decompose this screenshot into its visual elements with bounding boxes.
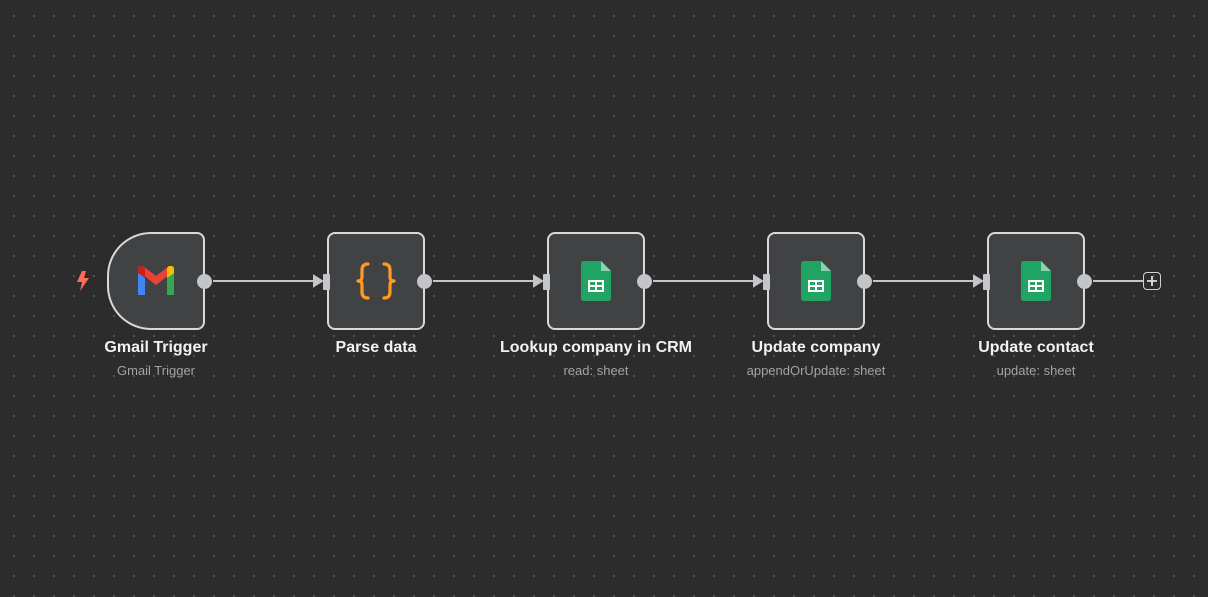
code-braces-icon xyxy=(356,262,396,300)
gmail-icon xyxy=(138,266,174,295)
plus-icon xyxy=(1147,276,1157,286)
lightning-bolt-icon xyxy=(77,271,89,291)
node-title: Lookup company in CRM xyxy=(500,339,692,356)
node-update-company[interactable] xyxy=(763,232,872,330)
connection-2-arrow xyxy=(533,274,544,288)
node-gmail-trigger[interactable] xyxy=(107,232,212,330)
node-subtitle: appendOrUpdate: sheet xyxy=(746,363,886,378)
node-title: Parse data xyxy=(335,339,417,356)
node-subtitle: update: sheet xyxy=(996,363,1076,378)
input-handle[interactable] xyxy=(983,274,990,290)
output-handle[interactable] xyxy=(637,274,652,289)
node-subtitle: Gmail Trigger xyxy=(116,363,196,378)
output-handle[interactable] xyxy=(417,274,432,289)
input-handle[interactable] xyxy=(323,274,330,290)
input-handle[interactable] xyxy=(763,274,770,290)
output-handle[interactable] xyxy=(197,274,212,289)
node-lookup-company[interactable] xyxy=(543,232,652,330)
node-title: Gmail Trigger xyxy=(104,339,208,356)
google-sheets-icon xyxy=(581,261,611,301)
connection-1-arrow xyxy=(313,274,324,288)
connection-4-arrow xyxy=(973,274,984,288)
connection-3-arrow xyxy=(753,274,764,288)
node-update-contact[interactable] xyxy=(983,232,1092,330)
output-handle[interactable] xyxy=(1077,274,1092,289)
google-sheets-icon xyxy=(801,261,831,301)
node-title: Update company xyxy=(751,339,881,356)
add-node-button[interactable] xyxy=(1143,272,1161,290)
node-subtitle: read: sheet xyxy=(563,363,629,378)
node-title: Update contact xyxy=(978,339,1094,356)
google-sheets-icon xyxy=(1021,261,1051,301)
node-parse-data[interactable] xyxy=(323,232,432,330)
input-handle[interactable] xyxy=(543,274,550,290)
output-handle[interactable] xyxy=(857,274,872,289)
